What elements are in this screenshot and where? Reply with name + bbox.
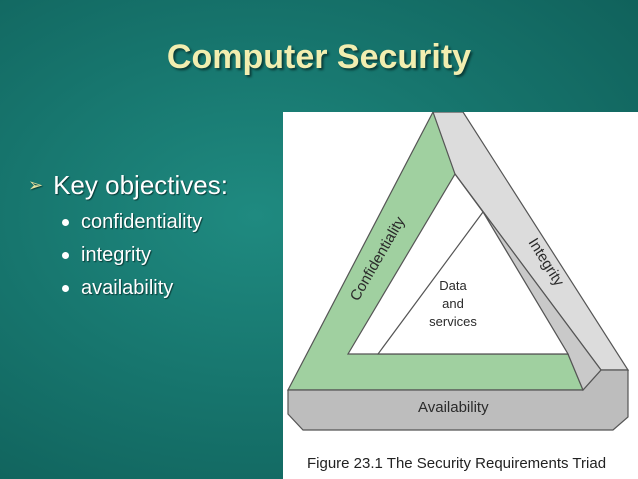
inner-shade xyxy=(454,173,602,392)
dot-bullet-icon xyxy=(62,252,69,259)
slide-title: Computer Security xyxy=(166,38,472,76)
sub-bullet-text: availability xyxy=(81,277,174,299)
sub-bullet-item: confidentiality xyxy=(62,211,228,234)
sub-bullet-text: integrity xyxy=(81,244,152,266)
availability-label: Availability xyxy=(418,399,489,416)
bullet-text: Key objectives: xyxy=(53,170,228,200)
security-triad-figure: Confidentiality Integrity Availability D… xyxy=(283,112,638,479)
sub-bullet-list: confidentiality integrity availability xyxy=(62,211,228,300)
bullet-key-objectives: ➢ Key objectives: xyxy=(28,170,228,201)
sub-bullet-text: confidentiality xyxy=(81,211,203,233)
bullet-list: ➢ Key objectives: confidentiality integr… xyxy=(28,170,228,310)
center-label-data: Data xyxy=(439,278,467,293)
center-triangle xyxy=(376,210,570,355)
dot-bullet-icon xyxy=(62,285,69,292)
center-label-and: and xyxy=(442,296,464,311)
figure-caption: Figure 23.1 The Security Requirements Tr… xyxy=(307,455,607,472)
security-triad-diagram: Confidentiality Integrity Availability D… xyxy=(287,112,630,431)
dot-bullet-icon xyxy=(62,219,69,226)
center-label-services: services xyxy=(429,314,477,329)
arrow-bullet-icon: ➢ xyxy=(28,175,44,195)
sub-bullet-item: integrity xyxy=(62,244,228,267)
sub-bullet-item: availability xyxy=(62,277,228,300)
